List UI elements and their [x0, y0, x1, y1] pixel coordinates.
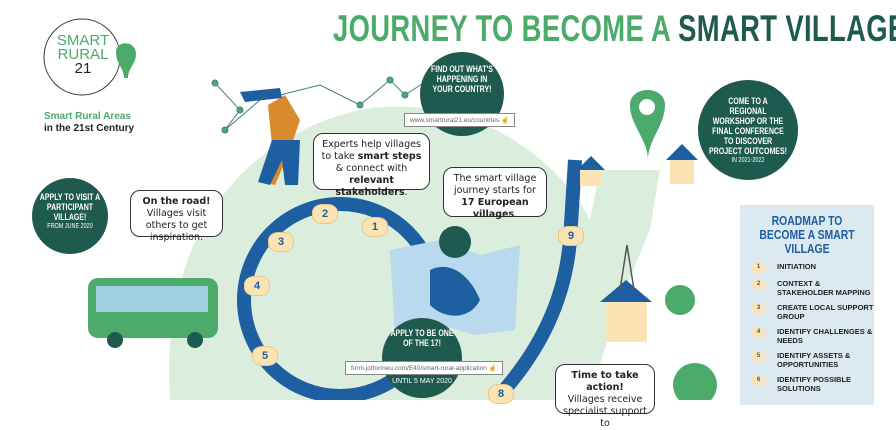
workshop-callout: COME TO A REGIONAL WORKSHOP OR THE FINAL…	[698, 80, 798, 180]
countries-link[interactable]: www.smartrural21.eu/countries ☝	[404, 113, 516, 127]
step-marker-8: 8	[488, 384, 514, 404]
application-url[interactable]: form.jotformeu.com/E40/smart-rural-appli…	[351, 365, 487, 372]
logo-smart: SMART	[56, 32, 110, 49]
tagline-line1: Smart Rural Areas	[44, 111, 131, 122]
step-number: 1	[371, 221, 379, 233]
roadmap-title: ROADMAP TO BECOME A SMART VILLAGE	[759, 213, 855, 256]
roadmap-panel: ROADMAP TO BECOME A SMART VILLAGE 1 INITI…	[740, 205, 874, 405]
logo-ring-icon	[43, 18, 136, 96]
apply-callout: APPLY TO BE ONE OF THE 17!	[382, 318, 462, 398]
step-marker-5: 5	[252, 346, 278, 366]
country-text: FIND OUT WHAT'S HAPPENING IN YOUR COUNTR…	[431, 64, 493, 94]
step-marker-1: 1	[362, 217, 388, 237]
roadmap-step-number: 6	[752, 375, 765, 386]
roadmap-item: 6 IDENTIFY POSSIBLE SOLUTIONS	[752, 375, 874, 393]
village-illustrations	[577, 90, 717, 400]
bus-illustration	[88, 278, 218, 348]
hand-pointer-icon: ☝	[501, 117, 510, 124]
journey-end: .	[514, 209, 518, 220]
experts-end: .	[404, 187, 408, 198]
road-text: Villages visit others to get inspiration…	[145, 208, 208, 243]
roadmap-item: 4 IDENTIFY CHALLENGES & NEEDS	[752, 327, 874, 345]
map-illustration	[390, 226, 520, 335]
logo-21: 21	[74, 60, 92, 77]
workshop-text: COME TO A REGIONAL WORKSHOP OR THE FINAL…	[709, 96, 788, 156]
workshop-content: COME TO A REGIONAL WORKSHOP OR THE FINAL…	[709, 96, 787, 166]
apply-visit-text: APPLY TO VISIT A PARTICIPANT VILLAGE!	[39, 192, 101, 222]
roadmap-list: 1 INITIATION 2 CONTEXT & STAKEHOLDER MAPPIN…	[740, 262, 874, 393]
title-part2: SMART VILLAGE	[678, 8, 896, 49]
logo-rural: RURAL	[57, 46, 109, 63]
application-link[interactable]: form.jotformeu.com/E40/smart-rural-appli…	[345, 361, 503, 375]
apply-text: APPLY TO BE ONE OF THE 17!	[390, 328, 454, 348]
step-marker-2: 2	[312, 204, 338, 224]
roadmap-item: 3 CREATE LOCAL SUPPORT GROUP	[752, 303, 874, 321]
roadmap-step-label: INITIATION	[777, 262, 817, 271]
step-number: 5	[261, 350, 269, 362]
experts-bold1: smart steps	[357, 151, 422, 162]
road-bubble: On the road!Villages visit others to get…	[130, 190, 223, 243]
action-heading: Time to take action!	[571, 370, 639, 393]
apply-deadline: UNTIL 5 MAY 2020	[392, 378, 452, 385]
roadmap-step-number: 1	[752, 262, 765, 273]
roadmap-step-label: IDENTIFY CHALLENGES & NEEDS	[777, 327, 873, 345]
workshop-date: IN 2021-2022	[731, 157, 765, 164]
network-lines	[211, 76, 431, 134]
roadmap-step-label: IDENTIFY ASSETS & OPPORTUNITIES	[777, 351, 851, 369]
roadmap-step-number: 4	[752, 327, 765, 338]
roadmap-step-label: IDENTIFY POSSIBLE SOLUTIONS	[777, 375, 852, 393]
experts-text2: & connect with	[335, 163, 408, 174]
roadmap-item: 2 CONTEXT & STAKEHOLDER MAPPING	[752, 279, 874, 297]
experts-bubble: Experts help villages to take smart step…	[313, 133, 430, 198]
hand-pointer-icon: ☝	[488, 365, 497, 372]
step-number: 4	[253, 280, 261, 292]
journey-bubble: The smart village journey starts for 17 …	[443, 167, 547, 220]
experts-text: Experts help villages to take	[321, 139, 421, 162]
journey-text: The smart village journey starts for	[453, 173, 537, 196]
roadmap-step-number: 3	[752, 303, 765, 314]
blue-track-road	[494, 159, 582, 400]
step-number: 8	[497, 388, 505, 400]
journey-bold: 17 European villages	[461, 197, 529, 220]
action-text: Villages receive specialist support to	[563, 394, 647, 429]
apply-visit-date: FROM JUNE 2020	[47, 223, 93, 230]
action-bubble: Time to take action!Villages receive spe…	[555, 364, 655, 429]
experts-bold2: relevant stakeholders	[335, 175, 405, 198]
roadmap-step-label: CREATE LOCAL SUPPORT GROUP	[777, 303, 874, 321]
roadmap-item: 5 IDENTIFY ASSETS & OPPORTUNITIES	[752, 351, 874, 369]
step-marker-3: 3	[268, 232, 294, 252]
step-number: 9	[567, 230, 575, 242]
roadmap-step-label: CONTEXT & STAKEHOLDER MAPPING	[777, 279, 871, 297]
step-number: 2	[321, 208, 329, 220]
step-marker-4: 4	[244, 276, 270, 296]
apply-visit-callout: APPLY TO VISIT A PARTICIPANT VILLAGE! FR…	[32, 178, 108, 254]
step-marker-9: 9	[558, 226, 584, 246]
smart-rural-logo: SMART RURAL 21	[38, 12, 138, 102]
step-number: 3	[277, 236, 285, 248]
tagline-line2: in the 21st Century	[44, 123, 135, 134]
roadmap-item: 1 INITIATION	[752, 262, 874, 273]
road-heading: On the road!	[142, 196, 211, 207]
apply-deadline-wrap: UNTIL 5 MAY 2020	[382, 378, 462, 385]
page-title: JOURNEY TO BECOME A SMART VILLAGE	[333, 8, 896, 50]
roadmap-step-number: 5	[752, 351, 765, 362]
apply-visit-content: APPLY TO VISIT A PARTICIPANT VILLAGE! FR…	[34, 192, 106, 232]
countries-url[interactable]: www.smartrural21.eu/countries	[410, 117, 500, 124]
title-part1: JOURNEY TO BECOME A	[333, 8, 671, 49]
roadmap-step-number: 2	[752, 279, 765, 290]
person-illustration	[240, 88, 300, 185]
